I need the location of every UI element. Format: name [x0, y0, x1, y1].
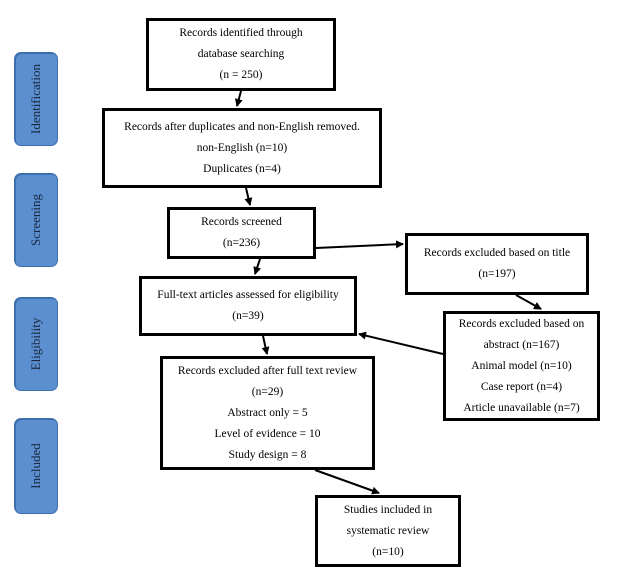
box-text: Duplicates (n=4) [203, 162, 281, 175]
box-text: Article unavailable (n=7) [463, 401, 580, 414]
box-text: Records after duplicates and non-English… [124, 120, 360, 133]
phase-eligibility: Eligibility [14, 297, 58, 391]
box-text: Records identified through [179, 27, 303, 39]
box-text: (n=10) [372, 545, 404, 558]
arrow-excluded-fulltext-to-included [314, 469, 380, 495]
box-text: (n=236) [222, 237, 261, 249]
box-text: Records screened [201, 216, 282, 228]
box-text: (n=197) [478, 268, 516, 280]
box-fulltext-assessed: Full-text articles assessed for eligibil… [139, 276, 357, 336]
box-records-identified: Records identified through database sear… [146, 18, 336, 91]
box-text: Animal model (n=10) [471, 359, 572, 372]
arrow-screened-to-excluded-title [315, 240, 404, 249]
box-text: Records excluded based on [458, 317, 585, 330]
box-records-screened: Records screened (n=236) [167, 207, 316, 259]
box-after-duplicates: Records after duplicates and non-English… [102, 108, 382, 188]
box-text: Level of evidence = 10 [214, 427, 321, 440]
arrow-screened-to-fulltext [253, 258, 262, 275]
arrow-duplicates-to-screened [244, 187, 253, 206]
box-text: Abstract only = 5 [227, 406, 308, 419]
box-excluded-fulltext: Records excluded after full text review … [160, 356, 375, 470]
arrow-fulltext-to-excluded-fulltext [261, 335, 270, 355]
box-excluded-title: Records excluded based on title (n=197) [405, 233, 589, 295]
box-text: (n=39) [232, 310, 264, 322]
box-text: Records excluded after full text review [177, 364, 358, 377]
box-studies-included: Studies included in systematic review (n… [315, 495, 461, 567]
phase-screening: Screening [14, 173, 58, 267]
box-text: Case report (n=4) [480, 380, 563, 393]
arrow-identified-to-duplicates [234, 90, 243, 107]
box-text: Studies included in [343, 503, 433, 516]
box-text: Records excluded based on title [423, 247, 571, 259]
box-text: systematic review [346, 524, 430, 537]
box-text: Study design = 8 [228, 448, 307, 461]
phase-identification: Identification [14, 52, 58, 146]
box-text: Full-text articles assessed for eligibil… [157, 289, 339, 301]
box-text: (n = 250) [219, 69, 263, 81]
box-excluded-abstract: Records excluded based on abstract (n=16… [443, 311, 600, 421]
box-text: (n=29) [251, 385, 284, 398]
phase-included: Included [14, 418, 58, 514]
arrow-excluded-title-to-abstract [515, 294, 542, 310]
arrow-abstract-to-fulltext [358, 331, 444, 355]
box-text: database searching [197, 48, 285, 60]
box-text: abstract (n=167) [483, 338, 560, 351]
box-text: non-English (n=10) [196, 141, 288, 154]
